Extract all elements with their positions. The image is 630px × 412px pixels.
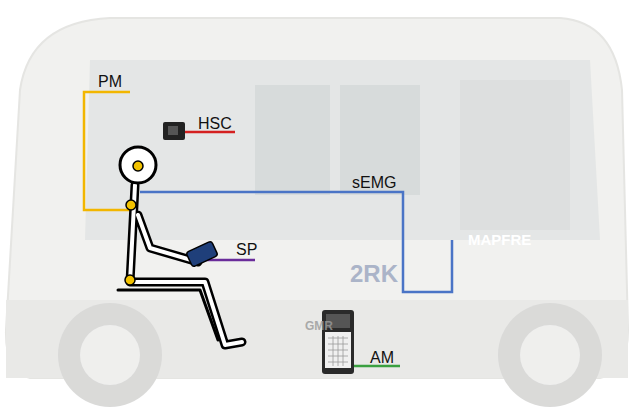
bus-window-band bbox=[85, 60, 600, 240]
semg-wire bbox=[140, 192, 452, 292]
bus-logo: 2RK bbox=[350, 262, 398, 286]
sp-wire bbox=[205, 259, 255, 262]
sensor-label: sEMG bbox=[352, 175, 396, 191]
bus-hub bbox=[520, 325, 580, 385]
figure-head bbox=[120, 147, 156, 183]
sensor-label: AM bbox=[370, 350, 394, 366]
bus-logo: GMR bbox=[305, 320, 333, 332]
figure-fill bbox=[130, 185, 242, 345]
meter-screen bbox=[325, 332, 351, 368]
dummy-marker bbox=[125, 275, 135, 285]
sensor-label: HSC bbox=[198, 116, 232, 132]
sensor-label: PM bbox=[98, 74, 122, 90]
sensor-label: SP bbox=[236, 242, 257, 258]
meter-grid bbox=[328, 336, 348, 366]
figure-outline bbox=[130, 185, 242, 345]
bus-logo: MAPFRE bbox=[468, 232, 531, 247]
dummy-marker bbox=[126, 200, 136, 210]
bus-illustration bbox=[6, 18, 628, 407]
phone-symbol bbox=[186, 241, 218, 267]
bus-wheel bbox=[58, 303, 162, 407]
bus-window bbox=[340, 85, 420, 195]
dummy-marker bbox=[133, 161, 143, 171]
camera-lens bbox=[168, 126, 178, 135]
bus-window bbox=[255, 85, 330, 195]
pm-wire bbox=[84, 92, 130, 210]
seat-line bbox=[118, 290, 218, 340]
camera-symbol bbox=[163, 122, 185, 140]
passenger-figure bbox=[118, 147, 242, 345]
bus-wheel bbox=[498, 303, 602, 407]
bus-window bbox=[460, 80, 570, 230]
bus-hub bbox=[80, 325, 140, 385]
